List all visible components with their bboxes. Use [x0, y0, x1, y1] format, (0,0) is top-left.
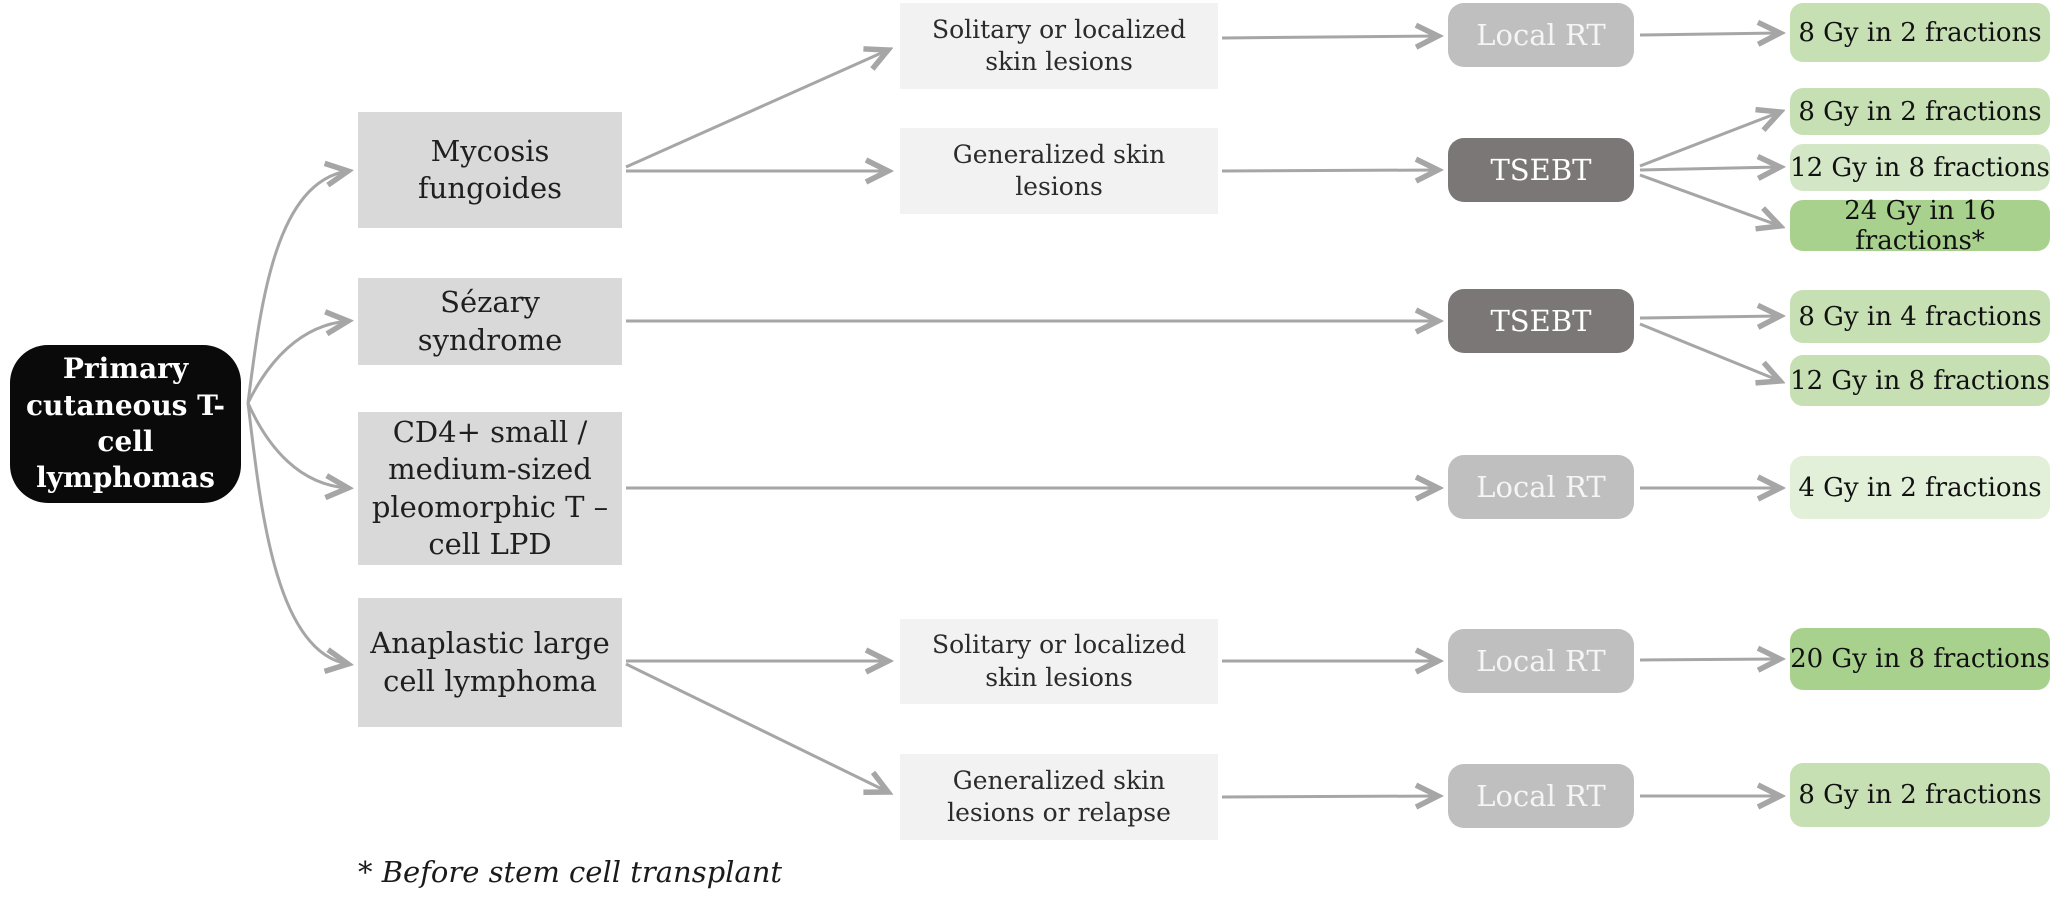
- treatment-label: Local RT: [1476, 18, 1606, 52]
- presentation-node-mf-generalized: Generalized skin lesions: [900, 128, 1218, 214]
- edge-root-cd4: [246, 402, 348, 488]
- dose-node-sezary-12gy-8fx: 12 Gy in 8 fractions: [1790, 355, 2050, 406]
- edge-solitary-localrt: [1221, 36, 1438, 38]
- dose-label: 4 Gy in 2 fractions: [1798, 472, 2042, 503]
- edge-tsebt-dose2: [1639, 112, 1780, 168]
- treatment-node-local-rt-cd4: Local RT: [1448, 455, 1634, 519]
- dose-label: 8 Gy in 2 fractions: [1798, 780, 2042, 810]
- dose-label: 12 Gy in 8 fractions: [1790, 152, 2050, 183]
- presentation-label: Solitary or localized skin lesions: [931, 14, 1186, 77]
- presentation-node-alcl-solitary-localized: Solitary or localized skin lesions: [900, 619, 1218, 704]
- dose-node-sezary-8gy-4fx: 8 Gy in 4 fractions: [1790, 290, 2050, 343]
- dose-label: 24 Gy in 16 fractions*: [1844, 195, 1996, 256]
- edge-tsebt-dose4: [1639, 173, 1780, 226]
- diagnosis-node-sezary-syndrome: Sézary syndrome: [358, 278, 622, 365]
- diagnosis-label: Anaplastic large cell lymphoma: [370, 626, 610, 698]
- dose-label: 8 Gy in 2 fractions: [1798, 17, 2042, 48]
- treatment-label: Local RT: [1476, 470, 1606, 504]
- footnote: * Before stem cell transplant: [358, 855, 783, 889]
- treatment-label: Local RT: [1476, 644, 1606, 678]
- edge-root-sezary: [246, 321, 348, 404]
- treatment-label: TSEBT: [1490, 153, 1592, 187]
- treatment-node-local-rt-alcl-solitary: Local RT: [1448, 629, 1634, 693]
- presentation-node-alcl-generalized-relapse: Generalized skin lesions or relapse: [900, 754, 1218, 840]
- dose-node-mf-tsebt-24gy-16fx: 24 Gy in 16 fractions*: [1790, 196, 2050, 256]
- presentation-label: Generalized skin lesions: [952, 139, 1166, 202]
- diagnosis-label: Mycosis fungoides: [418, 133, 562, 205]
- dose-label: 12 Gy in 8 fractions: [1790, 365, 2050, 396]
- treatment-node-local-rt-mf: Local RT: [1448, 3, 1634, 67]
- edge-tsebt2-dose6: [1639, 322, 1780, 381]
- treatment-node-tsebt-sezary: TSEBT: [1448, 289, 1634, 353]
- diagnosis-label: Sézary syndrome: [417, 285, 563, 357]
- dose-label: 20 Gy in 8 fractions: [1790, 644, 2050, 674]
- edge-mycosis-solitary: [625, 50, 888, 169]
- presentation-label: Solitary or localized skin lesions: [931, 630, 1186, 692]
- dose-label: 8 Gy in 2 fractions: [1798, 96, 2042, 127]
- diagnosis-label: CD4+ small / medium-sized pleomorphic T …: [371, 415, 609, 561]
- diagnosis-node-anaplastic-large-cell-lymphoma: Anaplastic large cell lymphoma: [358, 598, 622, 727]
- presentation-node-mf-solitary-localized: Solitary or localized skin lesions: [900, 3, 1218, 89]
- edge-generalized2-localrt: [1221, 796, 1438, 797]
- dose-node-alcl-20gy-8fx: 20 Gy in 8 fractions: [1790, 628, 2050, 690]
- edge-localrt-dose1: [1639, 33, 1780, 35]
- dose-node-alcl-8gy-2fx: 8 Gy in 2 fractions: [1790, 763, 2050, 827]
- dose-node-mf-local-8gy-2fx: 8 Gy in 2 fractions: [1790, 3, 2050, 62]
- treatment-node-local-rt-alcl-generalized: Local RT: [1448, 764, 1634, 828]
- presentation-label: Generalized skin lesions or relapse: [947, 765, 1171, 828]
- diagnosis-node-mycosis-fungoides: Mycosis fungoides: [358, 112, 622, 228]
- treatment-label: Local RT: [1476, 779, 1606, 813]
- edge-tsebt2-dose5: [1639, 316, 1780, 318]
- edge-alcl-generalized: [625, 662, 888, 792]
- root-node-primary-cutaneous-t-cell-lymphomas: Primary cutaneous T-cell lymphomas: [10, 345, 241, 503]
- dose-node-cd4-4gy-2fx: 4 Gy in 2 fractions: [1790, 456, 2050, 519]
- edge-root-alcl: [246, 402, 348, 664]
- edge-tsebt-dose3: [1639, 167, 1780, 170]
- root-node-label: Primary cutaneous T-cell lymphomas: [25, 352, 226, 495]
- dose-label: 8 Gy in 4 fractions: [1798, 301, 2042, 332]
- edge-generalized-tsebt: [1221, 170, 1438, 171]
- dose-node-mf-tsebt-8gy-2fx: 8 Gy in 2 fractions: [1790, 88, 2050, 135]
- dose-node-mf-tsebt-12gy-8fx: 12 Gy in 8 fractions: [1790, 144, 2050, 191]
- treatment-label: TSEBT: [1490, 304, 1592, 338]
- edge-root-mycosis: [246, 171, 348, 404]
- treatment-node-tsebt-mf: TSEBT: [1448, 138, 1634, 202]
- edge-localrt3-dose8: [1639, 659, 1780, 660]
- diagnosis-node-cd4-pleomorphic-t-cell-lpd: CD4+ small / medium-sized pleomorphic T …: [358, 412, 622, 565]
